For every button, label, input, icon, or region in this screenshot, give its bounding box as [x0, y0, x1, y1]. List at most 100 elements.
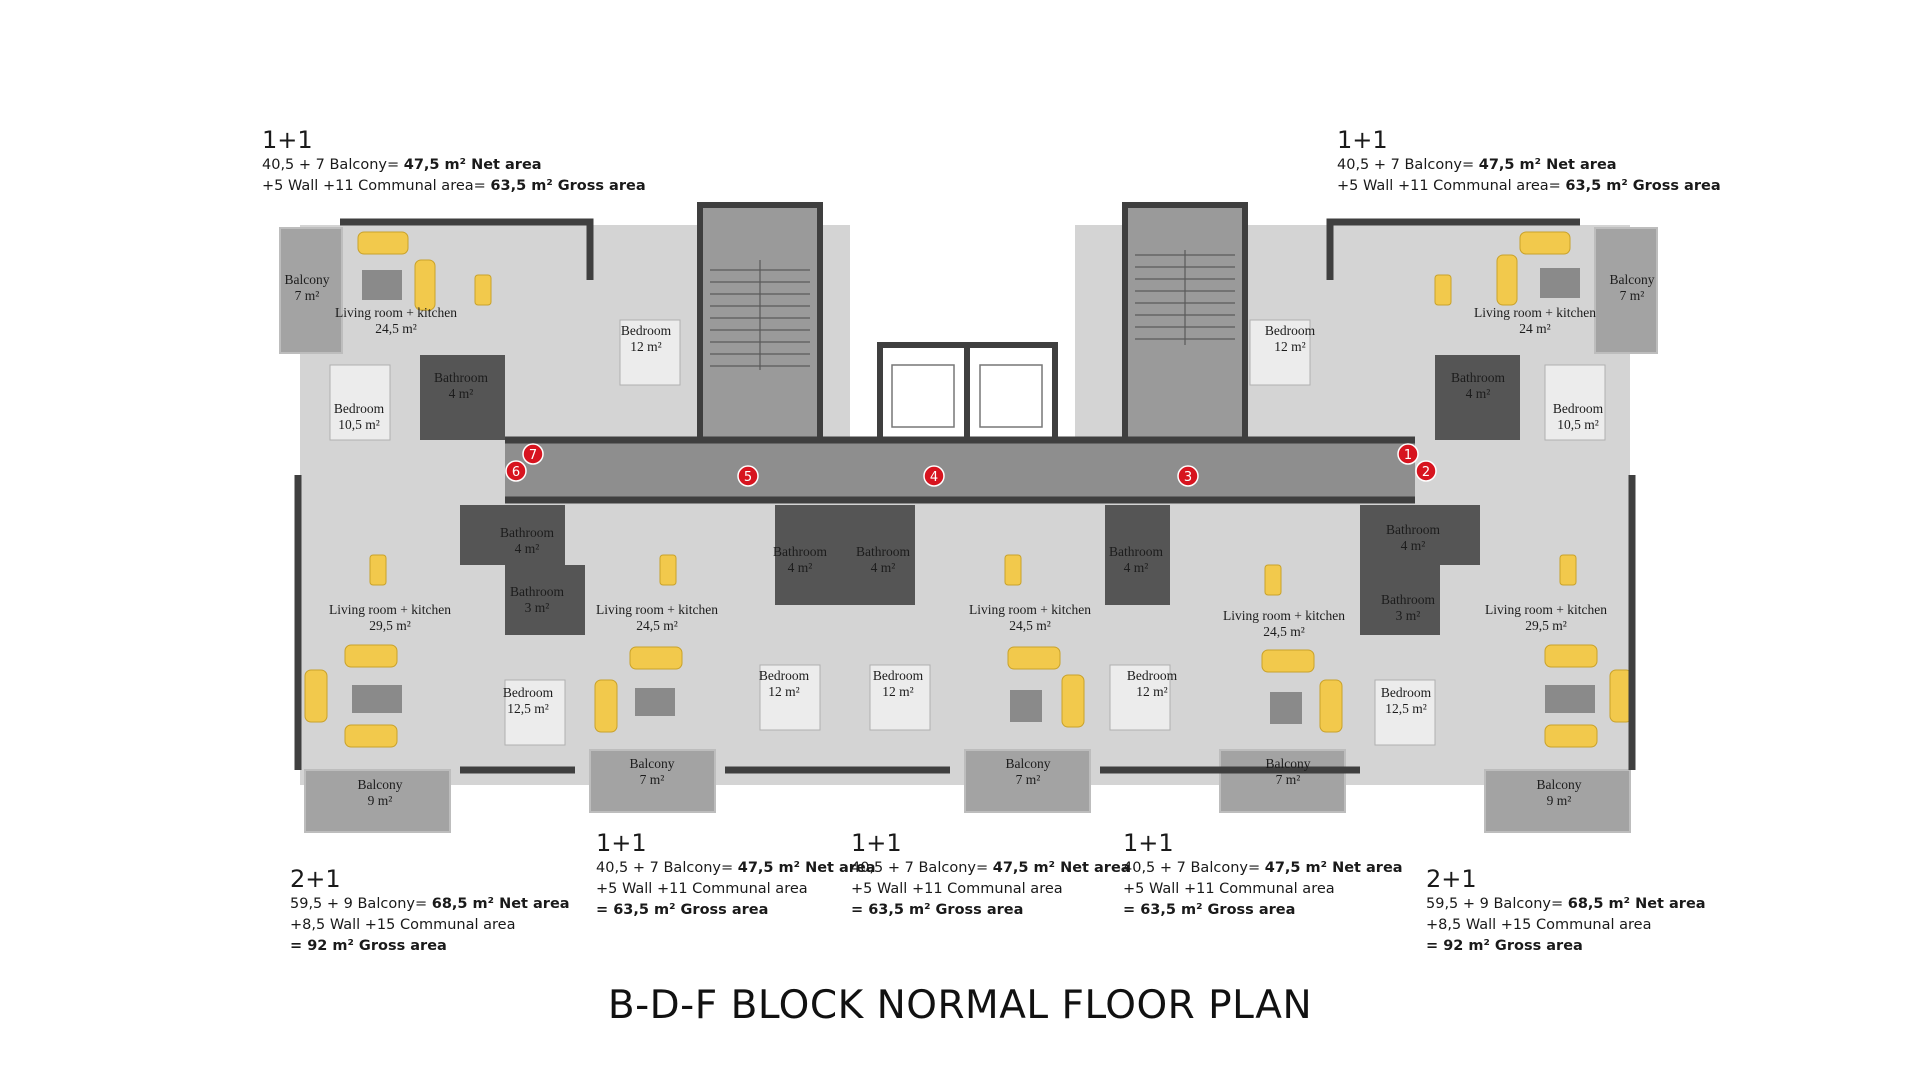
svg-text:2: 2 [1422, 465, 1430, 480]
unit-type: 2+1 [1426, 865, 1477, 893]
room-label-b2-bath-name: Bathroom [773, 544, 827, 559]
room-label-bl-bed-area: 12,5 m² [507, 701, 549, 716]
room-label-br-bed-name: Bedroom [1381, 685, 1432, 700]
room-label-bl-bed-name: Bedroom [503, 685, 554, 700]
unit-info-bottom-right: 2+1 59,5 + 9 Balcony= 68,5 m² Net area +… [1426, 864, 1706, 957]
room-label-b2-living-area: 24,5 m² [636, 618, 678, 633]
room-label-b3-bed-area: 12 m² [882, 684, 913, 699]
communal-line: +8,5 Wall +15 Communal area [290, 917, 516, 933]
unit-info-bottom-mid-3: 1+1 40,5 + 7 Balcony= 47,5 m² Net area +… [1123, 828, 1403, 921]
unit-type: 1+1 [1123, 829, 1174, 857]
room-label-tl-balcony-area: 7 m² [295, 288, 320, 303]
room-label-b4-living-area: 24,5 m² [1263, 624, 1305, 639]
room-label-tl-living-area: 24,5 m² [375, 321, 417, 336]
bathrooms [420, 355, 1520, 635]
stair-cores [697, 202, 1248, 443]
furniture [304, 231, 1633, 748]
room-label-br-bed-area: 12,5 m² [1385, 701, 1427, 716]
room-label-tr-living-area: 24 m² [1519, 321, 1550, 336]
net-area-line: 59,5 + 9 Balcony= 68,5 m² Net area [290, 896, 570, 912]
unit-info-top-right: 1+1 40,5 + 7 Balcony= 47,5 m² Net area +… [1337, 125, 1721, 197]
room-label-tr-living-name: Living room + kitchen [1474, 305, 1596, 320]
room-label-br-balcony-name: Balcony [1537, 777, 1582, 792]
room-label-b2-bath-area: 4 m² [788, 560, 813, 575]
net-area-line: 40,5 + 7 Balcony= 47,5 m² Net area [851, 860, 1131, 876]
svg-text:5: 5 [744, 470, 752, 485]
room-label-tr-balcony-name: Balcony [1610, 272, 1655, 287]
room-label-b2-bed-area: 12 m² [768, 684, 799, 699]
communal-line: +5 Wall +11 Communal area [1123, 881, 1335, 897]
room-label-b2-balcony-area: 7 m² [640, 772, 665, 787]
unit-info-bottom-mid-1: 1+1 40,5 + 7 Balcony= 47,5 m² Net area +… [596, 828, 876, 921]
room-label-tr-bed-a-name: Bedroom [1265, 323, 1316, 338]
svg-text:7: 7 [529, 448, 537, 463]
room-label-tl-bed-a-area: 12 m² [630, 339, 661, 354]
apartment-marker-3: 3 [1177, 465, 1199, 487]
gross-area-line: = 92 m² Gross area [290, 938, 447, 954]
room-label-br-balcony-area: 9 m² [1547, 793, 1572, 808]
room-label-tl-bed-b-name: Bedroom [334, 401, 385, 416]
unit-info-bottom-left: 2+1 59,5 + 9 Balcony= 68,5 m² Net area +… [290, 864, 570, 957]
gross-area-line: = 92 m² Gross area [1426, 938, 1583, 954]
apartment-marker-5: 5 [737, 465, 759, 487]
room-label-b3-bath-name: Bathroom [856, 544, 910, 559]
room-label-tr-balcony-area: 7 m² [1620, 288, 1645, 303]
room-label-tr-bath-area: 4 m² [1466, 386, 1491, 401]
communal-line: +8,5 Wall +15 Communal area [1426, 917, 1652, 933]
room-label-bl-bath-a-name: Bathroom [500, 525, 554, 540]
room-label-br-living-name: Living room + kitchen [1485, 602, 1607, 617]
room-label-b2-balcony-name: Balcony [630, 756, 675, 771]
room-label-b4-balcony-name: Balcony [1266, 756, 1311, 771]
unit-info-bottom-mid-2: 1+1 40,5 + 7 Balcony= 47,5 m² Net area +… [851, 828, 1131, 921]
room-label-b4-living-name: Living room + kitchen [1223, 608, 1345, 623]
gross-area-line: = 63,5 m² Gross area [596, 902, 769, 918]
room-label-bl-living-name: Living room + kitchen [329, 602, 451, 617]
room-label-bl-balcony-area: 9 m² [368, 793, 393, 808]
tables [352, 268, 1595, 724]
room-label-bl-bath-a-area: 4 m² [515, 541, 540, 556]
room-label-tl-bath-name: Bathroom [434, 370, 488, 385]
svg-text:6: 6 [512, 465, 520, 480]
svg-text:3: 3 [1184, 470, 1192, 485]
room-label-tl-bath-area: 4 m² [449, 386, 474, 401]
room-label-b4-bath-name: Bathroom [1109, 544, 1163, 559]
room-label-tl-bed-b-area: 10,5 m² [338, 417, 380, 432]
balconies [279, 227, 1658, 833]
common-corridor [505, 440, 1415, 498]
unit-info-top-left: 1+1 40,5 + 7 Balcony= 47,5 m² Net area +… [262, 125, 646, 197]
room-label-b4-balcony-area: 7 m² [1276, 772, 1301, 787]
room-label-bl-living-area: 29,5 m² [369, 618, 411, 633]
net-area-line: 40,5 + 7 Balcony= 47,5 m² Net area [262, 157, 542, 173]
room-label-br-bath-b-area: 3 m² [1396, 608, 1421, 623]
gross-area-line: +5 Wall +11 Communal area= 63,5 m² Gross… [262, 178, 646, 194]
room-label-br-bath-a-name: Bathroom [1386, 522, 1440, 537]
unit-type: 1+1 [596, 829, 647, 857]
room-label-tr-bed-a-area: 12 m² [1274, 339, 1305, 354]
room-label-b3-living-area: 24,5 m² [1009, 618, 1051, 633]
room-label-tl-living-name: Living room + kitchen [335, 305, 457, 320]
walls [294, 218, 1636, 774]
bedrooms [329, 319, 1606, 746]
apartment-marker-7: 7 [522, 443, 544, 465]
room-label-br-living-area: 29,5 m² [1525, 618, 1567, 633]
room-label-b3-balcony-name: Balcony [1006, 756, 1051, 771]
svg-text:1: 1 [1404, 448, 1412, 463]
apartment-marker-6: 6 [505, 460, 527, 482]
unit-type: 1+1 [851, 829, 902, 857]
gross-area-line: +5 Wall +11 Communal area= 63,5 m² Gross… [1337, 178, 1721, 194]
apartment-marker-4: 4 [923, 465, 945, 487]
room-label-br-bath-a-area: 4 m² [1401, 538, 1426, 553]
room-label-b2-living-name: Living room + kitchen [596, 602, 718, 617]
gross-area-line: = 63,5 m² Gross area [851, 902, 1024, 918]
room-label-tl-balcony-name: Balcony [285, 272, 330, 287]
room-label-b3-bed-name: Bedroom [873, 668, 924, 683]
elevators [877, 342, 1058, 443]
unit-type: 1+1 [1337, 126, 1388, 154]
room-label-tr-bed-b-area: 10,5 m² [1557, 417, 1599, 432]
plan-title: B-D-F BLOCK NORMAL FLOOR PLAN [607, 983, 1313, 1028]
room-label-tr-bed-b-name: Bedroom [1553, 401, 1604, 416]
room-label-b4-bath-area: 4 m² [1124, 560, 1149, 575]
room-label-bl-balcony-name: Balcony [358, 777, 403, 792]
